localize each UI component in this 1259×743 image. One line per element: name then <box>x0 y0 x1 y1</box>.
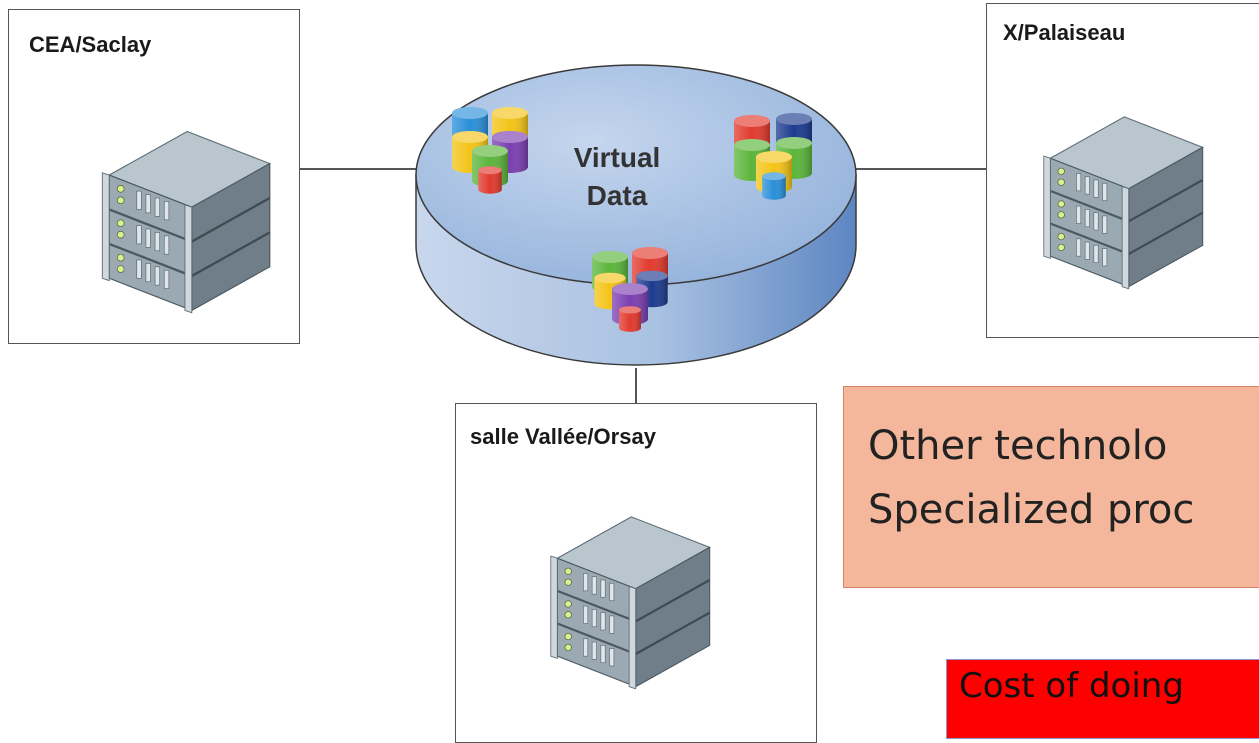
site-salle-vallee-orsay: salle Vallée/Orsay <box>455 403 817 743</box>
cost-label: Cost of doing <box>959 666 1184 706</box>
cost-label-box: Cost of doing <box>946 659 1259 739</box>
site-x-palaiseau: X/Palaiseau <box>986 3 1259 338</box>
callout-box: Other technolo Specialized proc <box>843 386 1259 588</box>
hub-label-line1: Virtual <box>574 142 661 173</box>
server-icon <box>1039 106 1214 291</box>
site-label-cea-saclay: CEA/Saclay <box>29 32 152 57</box>
hub-label-line2: Data <box>587 180 648 211</box>
link-cea-hub <box>300 168 418 170</box>
link-hub-palaiseau <box>855 168 988 170</box>
site-label-salle-vallee-orsay: salle Vallée/Orsay <box>470 424 656 449</box>
server-icon <box>546 506 721 691</box>
callout-line-1: Other technolo <box>868 423 1168 469</box>
callout-line-2: Specialized proc <box>868 487 1195 533</box>
server-icon <box>97 120 282 315</box>
link-hub-orsay <box>635 368 637 404</box>
virtual-data-hub: Virtual Data <box>415 64 857 366</box>
site-label-x-palaiseau: X/Palaiseau <box>1003 20 1126 45</box>
site-cea-saclay: CEA/Saclay <box>8 9 300 344</box>
